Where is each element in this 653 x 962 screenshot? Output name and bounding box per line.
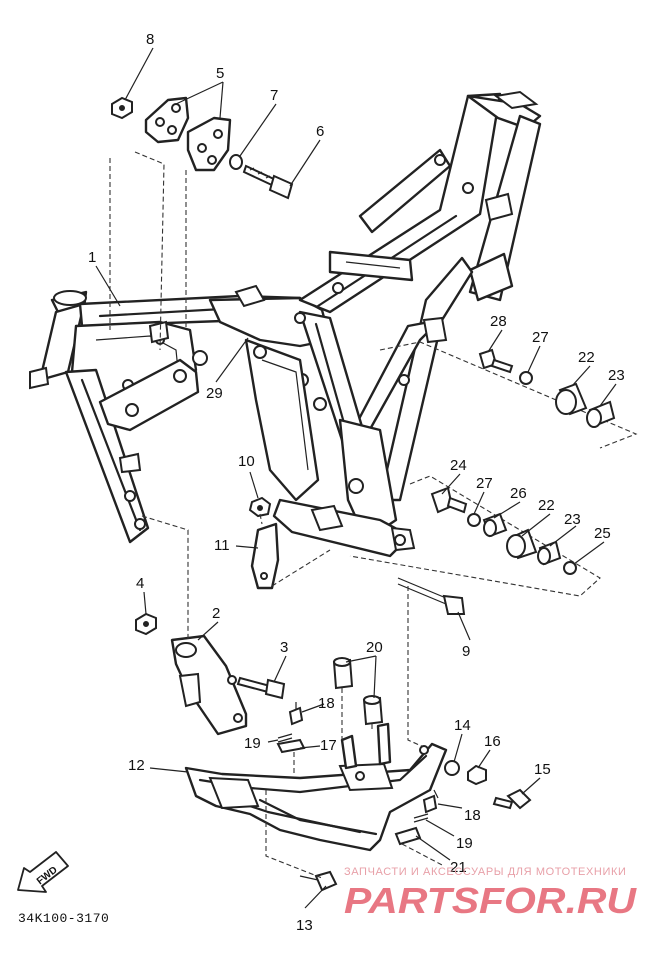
- clip-21: [394, 826, 422, 846]
- callout-24: 24: [450, 457, 467, 474]
- bracket-2: [170, 634, 248, 736]
- callout-11: 11: [214, 537, 230, 554]
- callout-23-upper: 23: [608, 367, 625, 384]
- callout-28: 28: [490, 313, 507, 330]
- bolt-13: [299, 870, 338, 892]
- spacer-23-lower: [537, 540, 562, 566]
- callout-12: 12: [128, 757, 145, 774]
- callout-2: 2: [212, 605, 220, 622]
- nut-27-upper: [519, 371, 533, 385]
- callout-19-lower: 19: [456, 835, 473, 852]
- callout-1: 1: [88, 249, 96, 266]
- damper-20: [332, 657, 384, 726]
- callout-15: 15: [534, 761, 551, 778]
- nut-25: [563, 561, 577, 575]
- spacer-26: [482, 512, 508, 538]
- forward-arrow-icon: FWD: [17, 851, 69, 893]
- bracket-11: [250, 522, 280, 590]
- callout-9: 9: [462, 643, 470, 660]
- callout-21: 21: [450, 859, 467, 876]
- washer-19-lower: [413, 813, 429, 823]
- washer-19-upper: [277, 733, 293, 743]
- callout-27-upper: 27: [532, 329, 549, 346]
- nut-27-lower: [467, 513, 481, 527]
- callout-13: 13: [296, 917, 313, 934]
- bolt-9: [397, 577, 466, 615]
- watermark-logo: PARTSFOR.RU: [344, 880, 637, 920]
- callout-labels: 8 5 7 6 1 29 10 11 4 2 3 18 19 17 12 20 …: [88, 31, 625, 934]
- callout-18-upper: 18: [318, 695, 335, 712]
- spacer-23-upper: [586, 400, 616, 428]
- callout-10: 10: [238, 453, 255, 470]
- callout-22-lower: 22: [538, 497, 555, 514]
- nut-4: [135, 612, 157, 636]
- callout-17: 17: [320, 737, 337, 754]
- bolt-28: [478, 348, 514, 374]
- callout-3: 3: [280, 639, 288, 656]
- callout-16: 16: [484, 733, 501, 750]
- bolt-18-lower: [422, 789, 439, 814]
- diagram-code: 34K100-3170: [18, 911, 110, 926]
- main-frame: [29, 90, 542, 558]
- leader-lines: [95, 47, 617, 909]
- callout-14: 14: [454, 717, 471, 734]
- bolt-15: [492, 788, 532, 810]
- callout-18-lower: 18: [464, 807, 481, 824]
- callout-27-lower: 27: [476, 475, 493, 492]
- watermark-tagline: ЗАПЧАСТИ И АКСЕССУАРЫ ДЛЯ МОТОТЕХНИКИ: [344, 866, 627, 878]
- callout-20: 20: [366, 639, 383, 656]
- bolt-18-upper: [288, 702, 304, 726]
- callout-4: 4: [136, 575, 144, 592]
- collar-22-upper: [555, 382, 588, 416]
- bolt-6-with-washer-7: [229, 154, 294, 200]
- clip-17: [276, 738, 306, 754]
- callout-7: 7: [270, 87, 278, 104]
- callout-23-lower: 23: [564, 511, 581, 528]
- nut-16: [467, 764, 487, 786]
- callout-6: 6: [316, 123, 324, 140]
- washer-14: [444, 760, 460, 776]
- callout-5: 5: [216, 65, 224, 82]
- nut-8: [111, 96, 133, 120]
- callout-26: 26: [510, 485, 527, 502]
- watermark-logo-text: PARTSFOR.RU: [344, 880, 637, 920]
- callout-22-upper: 22: [578, 349, 595, 366]
- callout-29: 29: [206, 385, 223, 402]
- bolt-24: [430, 486, 468, 514]
- callout-19-upper: 19: [244, 735, 261, 752]
- callout-25: 25: [594, 525, 611, 542]
- bolt-3: [236, 676, 286, 700]
- skid-plate: [184, 722, 448, 852]
- engine-mount-plates: [144, 96, 232, 172]
- callout-8: 8: [146, 31, 154, 48]
- nut-10: [248, 496, 272, 518]
- collar-22-lower: [506, 528, 538, 560]
